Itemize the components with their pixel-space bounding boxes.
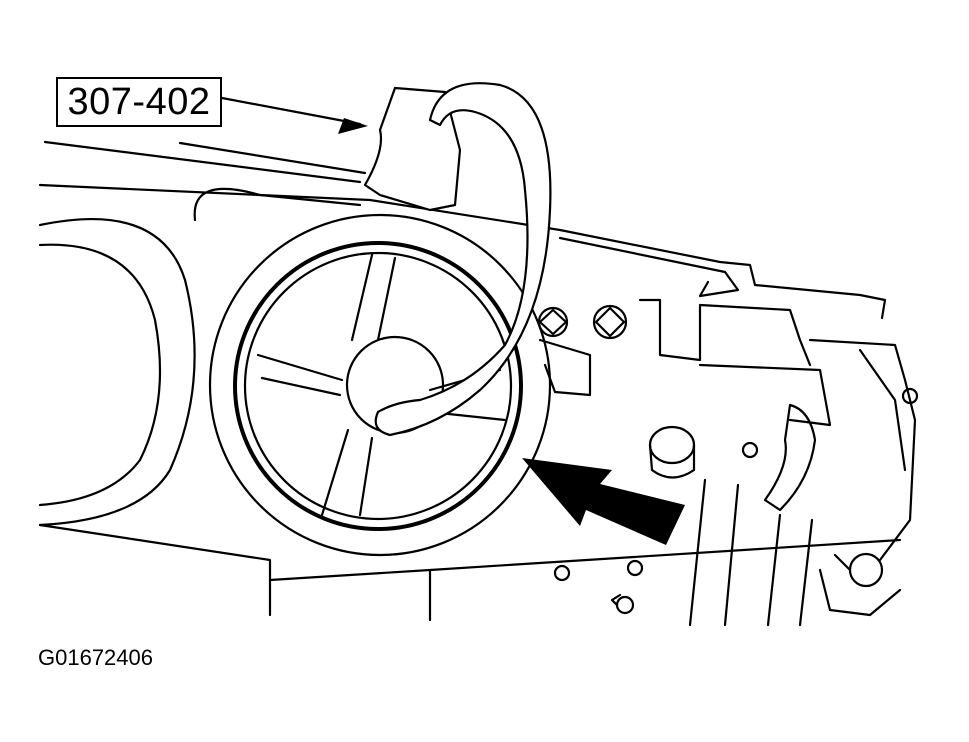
seal-ring-inner (245, 253, 511, 519)
callout-leader (222, 98, 360, 124)
boss (850, 554, 882, 586)
seal-ring-outer (210, 215, 550, 555)
housing-top-edge (45, 142, 365, 182)
hole-b (903, 389, 917, 403)
rib-base (430, 540, 900, 570)
housing-rail-lower (560, 238, 738, 296)
housing-rail (40, 185, 885, 318)
block-step (700, 365, 830, 425)
bolt-left (539, 308, 567, 336)
right-rail-inner (860, 350, 905, 470)
hole-a (743, 443, 757, 457)
bore-housing-lower (40, 525, 430, 620)
rib-floor (820, 570, 900, 615)
bracket-left (540, 340, 590, 395)
right-rail (810, 340, 915, 560)
bore-housing (195, 189, 360, 220)
bolt-right-head (596, 308, 624, 336)
latch (765, 405, 815, 510)
dowel-side (650, 445, 694, 478)
rib-3 (768, 515, 780, 625)
figure-id: G01672406 (38, 645, 153, 670)
bolt-right (594, 306, 626, 338)
callout-arrowhead (338, 118, 368, 134)
tool-callout-label: 307-402 (56, 77, 222, 127)
spoke-left (258, 355, 342, 395)
seal-ring-mid (235, 243, 521, 529)
location-arrow (522, 458, 685, 545)
rib-4 (800, 520, 812, 625)
spoke-top (352, 255, 395, 340)
left-bore-outer (40, 219, 195, 525)
boss-side (835, 555, 850, 570)
rib-2 (725, 485, 738, 625)
block-face (640, 300, 810, 365)
hole-e-side (612, 595, 620, 605)
special-tool-hook (376, 83, 551, 435)
spoke-bottom (322, 430, 372, 515)
bolt-left-head (540, 310, 566, 334)
hole-d (555, 566, 569, 580)
hole-c (628, 561, 642, 575)
dowel (650, 427, 694, 463)
hole-e (617, 597, 633, 613)
left-bore-inner (40, 245, 160, 505)
